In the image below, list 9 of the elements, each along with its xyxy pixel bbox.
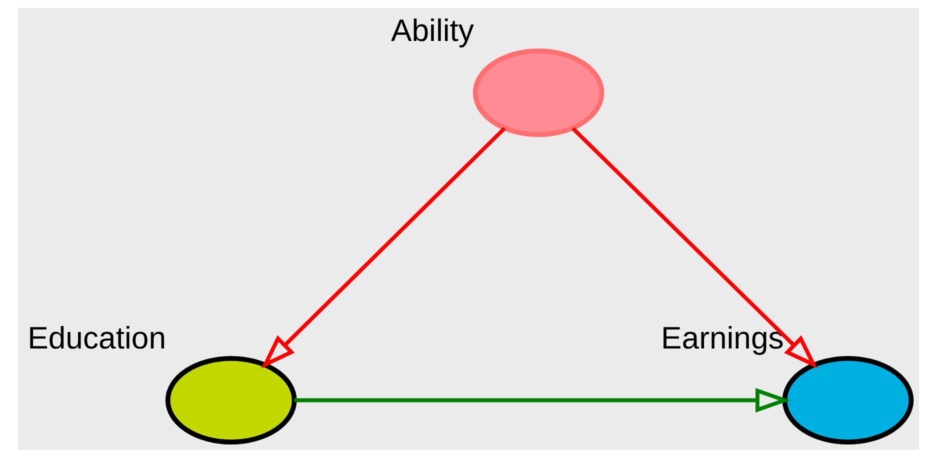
node-ellipse bbox=[164, 356, 296, 445]
arrow bbox=[260, 126, 506, 369]
node-ellipse bbox=[782, 356, 914, 445]
node-ellipse bbox=[472, 48, 604, 138]
arrow bbox=[570, 126, 818, 369]
node-label: Ability bbox=[390, 12, 474, 48]
node-label: Earnings bbox=[660, 320, 784, 356]
node-label: Education bbox=[27, 320, 166, 356]
arrow bbox=[294, 388, 790, 413]
